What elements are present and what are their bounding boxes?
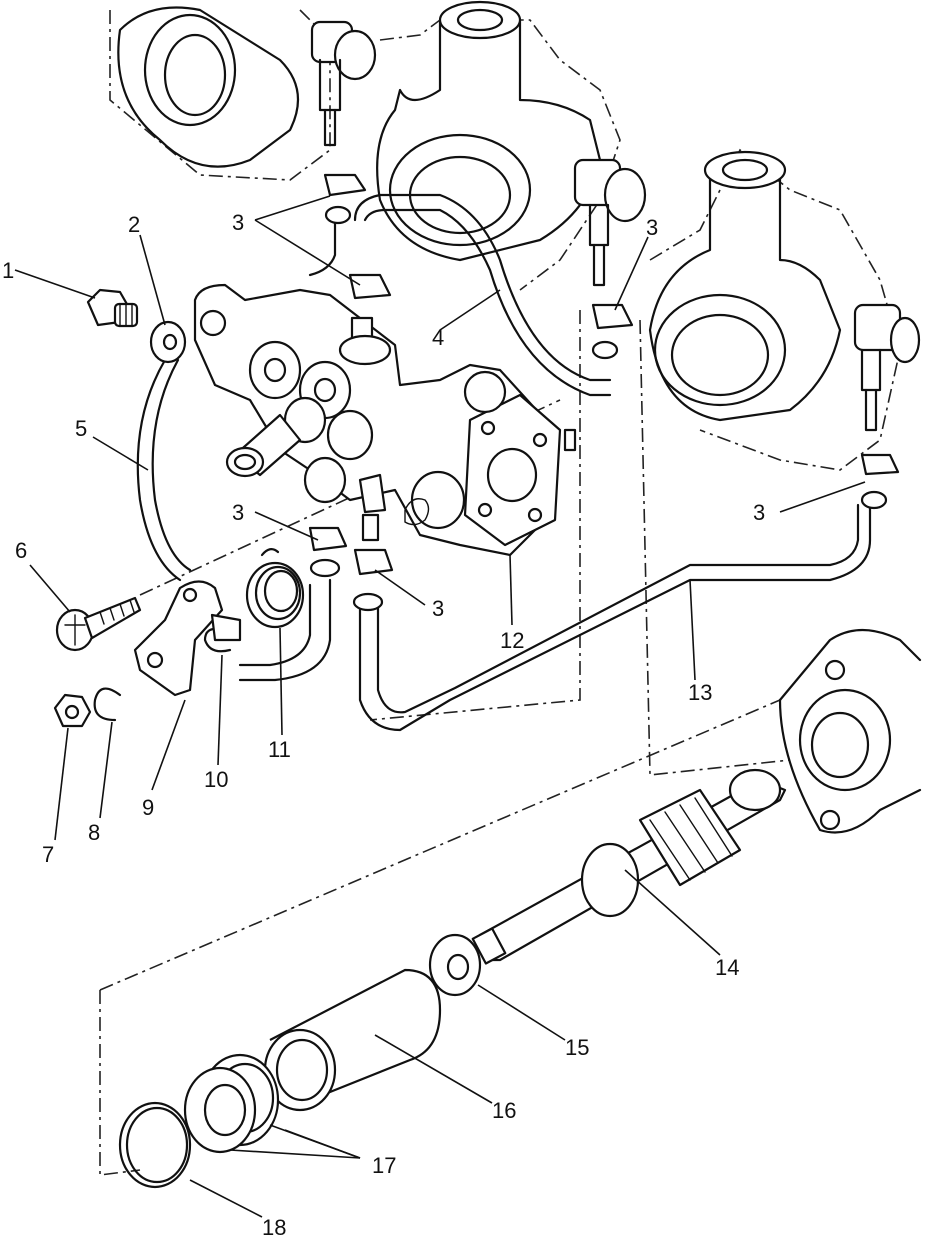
callout-3: 3: [232, 500, 244, 525]
callout-labels: 1 2 3 3 3 3 3 4 5 6 7 8 9 10 11 12 13 14…: [2, 210, 765, 1238]
callout-1: 1: [2, 258, 14, 283]
callout-13: 13: [688, 680, 712, 705]
oring-18: [118, 1101, 192, 1189]
callout-18: 18: [262, 1215, 286, 1238]
washer-15: [428, 933, 482, 997]
bushing-16: [263, 968, 442, 1112]
spring-11: [245, 548, 305, 629]
seals-17: [183, 1053, 280, 1154]
callout-3: 3: [646, 215, 658, 240]
callout-3: 3: [232, 210, 244, 235]
hoses: [136, 193, 872, 732]
callout-16: 16: [492, 1098, 516, 1123]
callout-5: 5: [75, 416, 87, 441]
bolt-1: [86, 288, 139, 328]
callout-6: 6: [15, 538, 27, 563]
callout-4: 4: [432, 325, 444, 350]
crankcase-boss: [778, 629, 922, 834]
callout-8: 8: [88, 820, 100, 845]
lockwasher-8: [93, 687, 122, 722]
screw-6: [55, 596, 142, 652]
nut-7: [53, 693, 92, 728]
cylinder-port-middle: [376, 0, 647, 287]
callout-7: 7: [42, 842, 54, 867]
callout-3: 3: [432, 596, 444, 621]
callout-10: 10: [204, 767, 228, 792]
pump-shaft-14: [471, 768, 787, 965]
callout-11: 11: [268, 737, 291, 762]
cylinder-port-left: [117, 6, 377, 168]
clip-10: [203, 613, 242, 653]
callout-12: 12: [500, 628, 524, 653]
leader-lines: [14, 195, 866, 1218]
callout-3: 3: [753, 500, 765, 525]
lever-9: [133, 580, 224, 697]
callout-2: 2: [128, 212, 140, 237]
callout-9: 9: [142, 795, 154, 820]
cylinder-port-right: [648, 150, 921, 432]
callout-17: 17: [372, 1153, 396, 1178]
hose-clamps: [308, 173, 900, 612]
callout-14: 14: [715, 955, 739, 980]
washer-2: [149, 320, 187, 364]
oil-pump-body: [193, 283, 577, 557]
callout-15: 15: [565, 1035, 589, 1060]
